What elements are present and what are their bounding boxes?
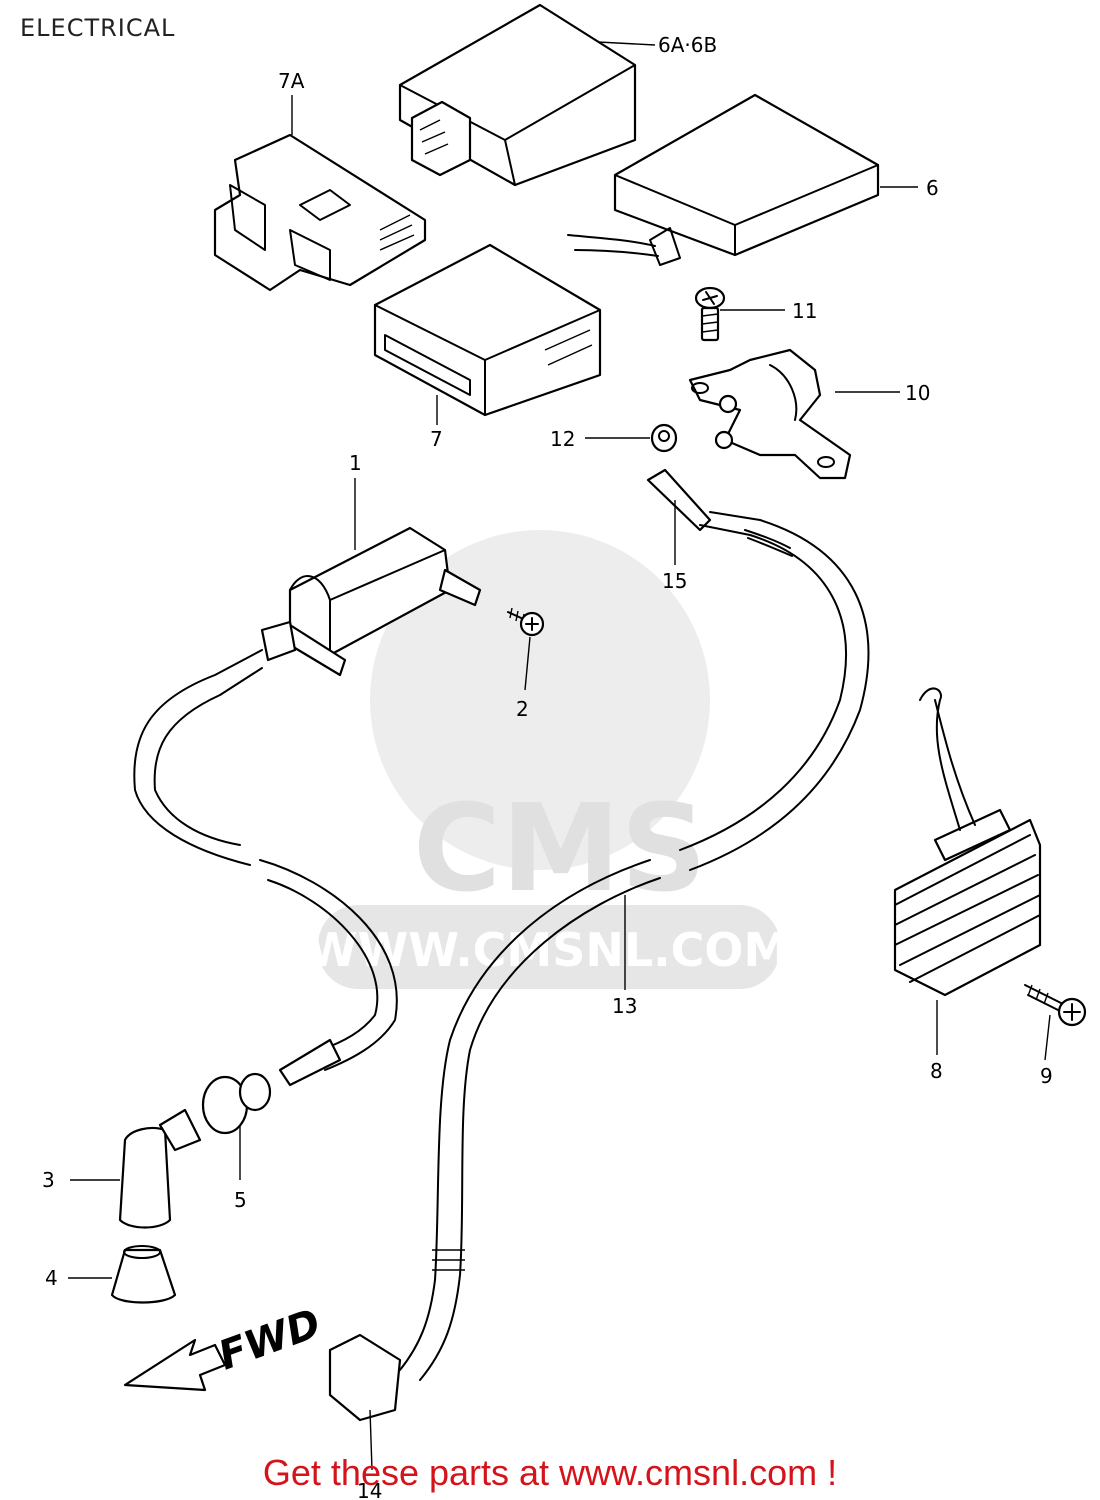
watermark-url: WWW.CMSNL.COM (307, 923, 790, 977)
seal-5[interactable] (201, 1072, 272, 1135)
promo-link[interactable]: Get these parts at www.cmsnl.com ! (262, 1452, 838, 1493)
terminal-14[interactable] (328, 1333, 402, 1422)
fwd-arrow: FWD (123, 1300, 327, 1392)
watermark: CMS WWW.CMSNL.COM (307, 530, 790, 989)
screw-2[interactable] (507, 607, 545, 637)
plug-cap-3[interactable] (118, 1108, 202, 1229)
cap-cover-4[interactable] (110, 1245, 177, 1304)
bolt-11[interactable] (694, 286, 726, 342)
callout-12: 12 (550, 427, 575, 451)
plug-lead (133, 649, 398, 1087)
callout-3: 3 (42, 1168, 55, 1192)
callout-7: 7 (430, 427, 443, 451)
callout-7a: 7A (278, 69, 305, 93)
callouts: 6A·6B 7A 6 11 10 7 12 1 15 2 13 8 9 3 5 … (42, 33, 1053, 1500)
lead-wire-13[interactable] (399, 468, 870, 1381)
callout-6: 6 (926, 176, 939, 200)
module-7[interactable] (373, 243, 602, 417)
bolt-9[interactable] (1024, 984, 1087, 1027)
callout-10: 10 (905, 381, 930, 405)
callout-5: 5 (234, 1188, 247, 1212)
regulator-8[interactable] (893, 687, 1042, 997)
nut-12[interactable] (650, 423, 678, 453)
starter-relay-10[interactable] (688, 348, 852, 480)
callout-9: 9 (1040, 1064, 1053, 1088)
callout-8: 8 (930, 1059, 943, 1083)
callout-14: 14 (357, 1479, 382, 1500)
control-unit-6a-6b[interactable] (398, 3, 637, 187)
fwd-label: FWD (213, 1300, 327, 1379)
callout-1: 1 (349, 451, 362, 475)
callout-4: 4 (45, 1266, 58, 1290)
control-unit-6[interactable] (567, 93, 880, 266)
page-title: ELECTRICAL (20, 14, 176, 42)
bracket-7a[interactable] (213, 133, 427, 292)
ignition-coil-1[interactable] (260, 526, 482, 677)
callout-11: 11 (792, 299, 817, 323)
callout-6a-6b: 6A·6B (658, 33, 717, 57)
leader-lines (68, 41, 1051, 1471)
callout-15: 15 (662, 569, 687, 593)
callout-2: 2 (516, 697, 529, 721)
callout-13: 13 (612, 994, 637, 1018)
watermark-brand: CMS (413, 780, 707, 919)
